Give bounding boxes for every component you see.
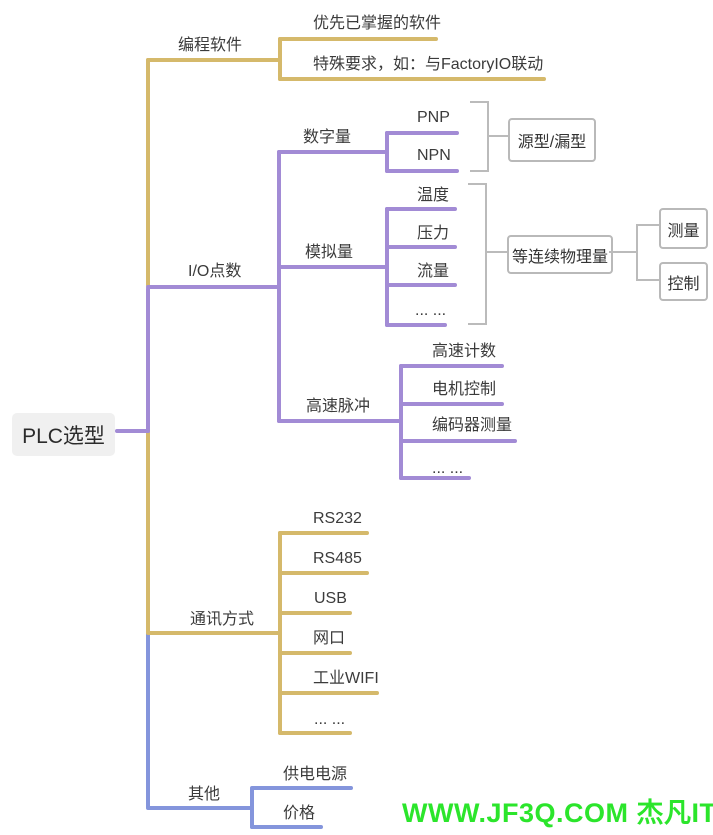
node-industrial-wifi: 工业WIFI xyxy=(313,670,379,687)
flow-underline xyxy=(385,283,457,287)
pressure-underline xyxy=(385,245,457,249)
usb-underline xyxy=(278,611,352,615)
node-encoder-measure: 编码器测量 xyxy=(432,417,513,434)
node-rs232: RS232 xyxy=(313,510,362,527)
counting-underline xyxy=(399,364,504,368)
trunk-line-blue xyxy=(146,632,150,809)
node-price: 价格 xyxy=(283,805,316,822)
node-motor-control: 电机控制 xyxy=(432,381,497,398)
analog-brace-stub xyxy=(487,251,507,253)
programming-children-bracket xyxy=(278,37,282,81)
measure-control-bracket xyxy=(636,224,638,281)
measure-connector xyxy=(636,224,659,226)
digital-brace-stub xyxy=(489,135,508,137)
analog-children-bracket xyxy=(385,207,389,327)
root-connector-line xyxy=(115,429,150,433)
npn-underline xyxy=(385,169,459,173)
analog-brace-top xyxy=(468,183,487,185)
communication-more-underline xyxy=(278,731,352,735)
other-underline xyxy=(146,806,254,810)
digital-children-bracket xyxy=(385,131,389,173)
continuous-connector-stub xyxy=(609,251,638,253)
rs485-underline xyxy=(278,571,369,575)
box-continuous-quantities: 等连续物理量 xyxy=(507,235,613,274)
digital-brace-top xyxy=(470,101,489,103)
node-preferred-software: 优先已掌握的软件 xyxy=(313,15,442,32)
motor-control-underline xyxy=(399,402,504,406)
io-points-underline xyxy=(146,285,281,289)
node-high-speed-pulse: 高速脉冲 xyxy=(306,398,371,415)
node-other: 其他 xyxy=(188,786,221,803)
preferred-software-underline xyxy=(278,37,438,41)
node-io-points: I/O点数 xyxy=(188,263,242,280)
analog-brace-vertical xyxy=(485,183,487,325)
node-npn: NPN xyxy=(417,147,451,164)
io-children-bracket xyxy=(277,150,281,423)
watermark-text: WWW.JF3Q.COM 杰凡IT xyxy=(402,798,713,828)
other-children-bracket xyxy=(250,787,254,829)
digital-brace-bottom xyxy=(470,170,489,172)
node-rs485: RS485 xyxy=(313,550,362,567)
communication-underline xyxy=(146,631,282,635)
node-ethernet-port: 网口 xyxy=(313,630,346,647)
digital-underline xyxy=(277,150,389,154)
encoder-underline xyxy=(399,439,517,443)
node-high-speed-counting: 高速计数 xyxy=(432,343,497,360)
node-programming-software: 编程软件 xyxy=(178,37,243,54)
wifi-underline xyxy=(278,691,379,695)
temperature-underline xyxy=(385,207,457,211)
node-analog-more: ... ... xyxy=(415,302,447,319)
rs232-underline xyxy=(278,531,369,535)
node-pnp: PNP xyxy=(417,109,450,126)
node-flow: 流量 xyxy=(417,263,450,280)
analog-more-underline xyxy=(385,323,447,327)
trunk-line-gold-bottom xyxy=(146,430,150,634)
node-power-supply: 供电电源 xyxy=(283,766,348,783)
power-supply-underline xyxy=(250,786,353,790)
root-node-plc-selection: PLC选型 xyxy=(12,413,115,456)
trunk-line-purple xyxy=(146,287,150,433)
box-control: 控制 xyxy=(659,262,708,301)
control-connector xyxy=(636,279,659,281)
node-temperature: 温度 xyxy=(417,187,450,204)
analog-brace-bottom xyxy=(468,323,487,325)
pnp-underline xyxy=(385,131,459,135)
pulse-children-bracket xyxy=(399,364,403,480)
programming-underline xyxy=(146,58,282,62)
communication-children-bracket xyxy=(278,531,282,735)
node-analog-quantity: 模拟量 xyxy=(305,244,354,261)
node-pulse-more: ... ... xyxy=(432,460,464,477)
node-pressure: 压力 xyxy=(417,225,450,242)
analog-underline xyxy=(277,265,389,269)
special-requirement-underline xyxy=(278,77,546,81)
digital-brace-vertical xyxy=(487,101,489,172)
trunk-line-gold-top xyxy=(146,58,150,287)
ethernet-underline xyxy=(278,651,352,655)
node-digital-quantity: 数字量 xyxy=(303,129,352,146)
node-communication-more: ... ... xyxy=(314,711,346,728)
price-underline xyxy=(250,825,323,829)
box-measure: 测量 xyxy=(659,208,708,249)
pulse-more-underline xyxy=(399,476,471,480)
node-communication: 通讯方式 xyxy=(190,611,255,628)
node-special-requirement: 特殊要求，如：与FactoryIO联动 xyxy=(313,56,544,73)
node-usb: USB xyxy=(314,590,347,607)
pulse-underline xyxy=(277,419,403,423)
box-source-sink-type: 源型/漏型 xyxy=(508,118,596,162)
